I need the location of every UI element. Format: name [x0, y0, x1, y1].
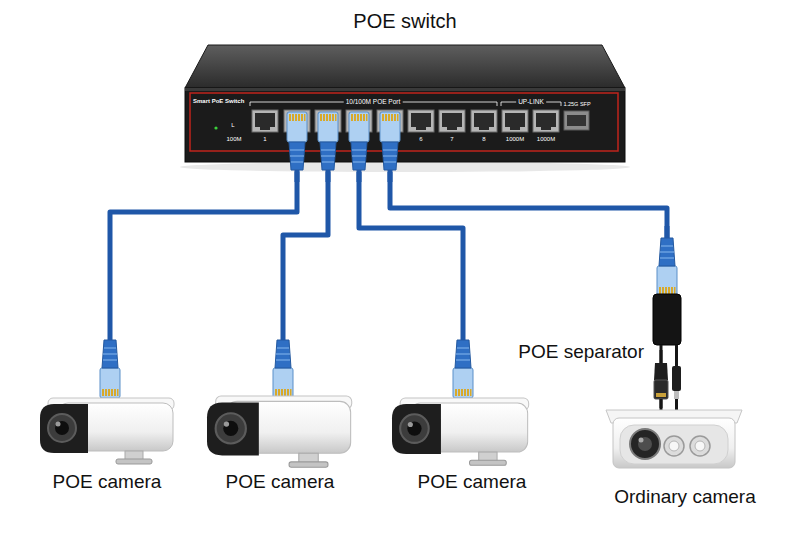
camera-node: POE camera	[32, 328, 182, 498]
camera-plug	[100, 328, 120, 398]
rj45-port	[408, 110, 434, 132]
sfp-port	[564, 111, 589, 130]
switch-frame	[190, 93, 618, 151]
bullet-camera	[40, 398, 174, 464]
rj45-plug	[657, 226, 677, 296]
lens-glint	[639, 438, 644, 443]
port-number: 7	[450, 136, 453, 142]
port-number: 8	[482, 136, 485, 142]
sfp-label: 1.25G SFP	[563, 102, 590, 108]
camera-node: POE camera	[195, 328, 365, 498]
lan-cable	[660, 345, 663, 363]
ir-led-core	[669, 441, 679, 451]
uplink-port	[533, 110, 559, 132]
separator-body	[653, 294, 681, 345]
rj45-port	[252, 110, 278, 132]
separator-plug	[657, 226, 677, 296]
switch-plug	[349, 112, 369, 182]
lens-core	[638, 437, 652, 451]
dc-plug	[672, 366, 681, 391]
network-cable	[110, 162, 297, 328]
port-number: 6	[419, 136, 422, 142]
brand-label: Smart PoE Switch	[193, 98, 244, 104]
rj45-plug	[380, 112, 400, 182]
sfp-slot	[567, 115, 586, 126]
camera-face	[620, 425, 728, 464]
uplink-bracket	[501, 102, 561, 106]
switch-plug	[380, 112, 400, 182]
rj45-plug	[100, 328, 120, 398]
device-label: Ordinary camera	[614, 486, 756, 508]
black-plug-head	[654, 380, 668, 399]
device-label: POE separator	[518, 341, 644, 363]
lan-cable	[660, 399, 663, 411]
uplink-port	[502, 110, 528, 132]
rj45-plug	[453, 328, 473, 398]
dc-tip	[674, 391, 679, 399]
power-led	[214, 126, 217, 129]
switch-top	[185, 45, 625, 88]
camera-plug	[273, 328, 293, 398]
poe-camera	[392, 398, 529, 465]
network-cable	[390, 162, 667, 240]
ir-led	[664, 436, 684, 456]
bullet-camera	[392, 398, 529, 465]
black-plug-boot	[654, 363, 668, 380]
rj45-port	[439, 110, 465, 132]
switch-front	[185, 88, 625, 162]
rj45-plug	[318, 112, 338, 182]
separator-node: POE separator	[648, 240, 688, 350]
camera-body	[613, 418, 735, 468]
ir-led	[690, 436, 710, 456]
speed-label: 1000M	[506, 136, 524, 142]
rj45-plug	[349, 112, 369, 182]
port-group-label: 10/100M POE Port	[344, 99, 403, 106]
network-cable	[359, 162, 463, 328]
switch-node: POE switch	[185, 45, 625, 162]
rj45-port	[471, 110, 497, 132]
port-number: 1	[263, 136, 266, 142]
camera-plug	[453, 328, 473, 398]
poe-camera	[40, 398, 174, 464]
bullet-camera	[207, 396, 352, 467]
rj45-plug	[287, 112, 307, 182]
switch-edge	[185, 88, 625, 91]
port-bracket	[250, 102, 497, 106]
speed-label: 100M	[226, 136, 241, 142]
device-label: POE camera	[418, 471, 527, 493]
rj45-plug	[273, 328, 293, 398]
switch-plug	[318, 112, 338, 182]
dc-cable	[675, 345, 678, 367]
device-title: POE switch	[353, 10, 456, 33]
device-label: POE camera	[53, 471, 162, 493]
plug-pins	[656, 393, 666, 397]
led-label: L	[231, 122, 234, 128]
device-label: POE camera	[226, 471, 335, 493]
camera-lens	[630, 429, 660, 459]
ir-led-core	[695, 441, 705, 451]
switch-plug	[287, 112, 307, 182]
switch-shadow	[180, 162, 630, 172]
dc-cable	[675, 399, 678, 411]
uplink-label: UP-LINK	[516, 99, 546, 106]
network-cable	[283, 162, 328, 328]
poe-camera	[207, 396, 352, 467]
camera-node: Ordinary camera	[600, 408, 770, 508]
speed-label: 1000M	[537, 136, 555, 142]
